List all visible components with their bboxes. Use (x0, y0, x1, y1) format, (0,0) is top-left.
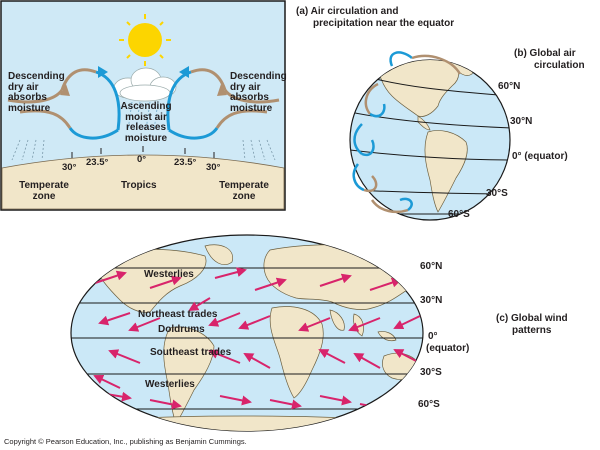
descent-dashes (11, 139, 276, 161)
westerlies-north-label: Westerlies (144, 269, 194, 280)
globe-lat-60n: 60°N (498, 81, 521, 92)
map-lat-60n: 60°N (420, 261, 443, 272)
globe-lat-30s: 30°S (486, 188, 508, 199)
right-descending-label: Descending dry air absorbs moisture (230, 71, 287, 114)
ascending-label: Ascending moist air releases moisture (118, 101, 174, 144)
copyright-notice: Copyright © Pearson Education, Inc., pub… (4, 437, 247, 446)
zone-right-label: Temperate zone (212, 180, 276, 202)
doldrums-label: Doldrums (158, 324, 205, 335)
panel-b-caption-2: circulation (534, 60, 585, 71)
panel-a-caption: (a) Air circulation and (296, 6, 399, 18)
right-descending-line-4: moisture (230, 102, 273, 114)
zone-left-line-1: Temperate (19, 180, 69, 191)
zone-right-line-1: Temperate (219, 180, 269, 191)
map-lat-30s: 30°S (420, 367, 442, 378)
lat-right-23: 23.5° (174, 157, 197, 168)
map-lat-30n: 30°N (420, 295, 443, 306)
globe-lat-30n: 30°N (510, 116, 533, 127)
panel-a-title-1: Air circulation and (310, 6, 399, 17)
zone-left-line-2: zone (32, 190, 56, 202)
left-descending-line-4: moisture (8, 102, 51, 114)
lat-0: 0° (137, 154, 147, 165)
globe-diagram (349, 51, 511, 221)
ne-trades-label: Northeast trades (138, 309, 218, 320)
right-descending-line-1: Descending (230, 71, 287, 82)
panel-global-wind-patterns: Westerlies Northeast trades Doldrums Sou… (0, 228, 600, 438)
panel-global-air-circulation: (b) Global air circulation 60°N 30°N 0° … (300, 0, 600, 240)
ground (1, 154, 285, 210)
map-lat-0: 0° (428, 331, 438, 342)
right-descending-line-2: dry air (230, 81, 261, 93)
zone-left-label: Temperate zone (12, 180, 76, 202)
left-descending-line-3: absorbs (8, 92, 47, 103)
ascending-line-1: Ascending (120, 101, 172, 112)
cloud-icon (113, 67, 177, 102)
left-descending-line-2: dry air (8, 81, 39, 93)
panel-c-caption-1: (c) Global wind (496, 313, 568, 324)
equator-circulation-diagram (0, 0, 286, 211)
map-lat-eq: (equator) (426, 343, 470, 354)
right-descending-line-3: absorbs (230, 92, 269, 103)
panel-equator-circulation: (a) Air circulation and precipitation ne… (0, 0, 454, 212)
globe-lat-60s: 60°S (448, 209, 470, 220)
globe-circulation-cells (352, 51, 462, 214)
map-latitude-lines (71, 267, 423, 410)
ascending-line-4: moisture (124, 132, 168, 144)
lat-left-30: 30° (62, 162, 77, 173)
map-lat-60s: 60°S (418, 399, 440, 410)
rain-lines (127, 101, 159, 131)
lat-right-30: 30° (206, 162, 221, 173)
panel-b-caption-1: (b) Global air (514, 48, 576, 59)
panel-c-caption-2: patterns (512, 325, 552, 336)
globe-lat-eq: 0° (equator) (512, 151, 568, 162)
left-descending-label: Descending dry air absorbs moisture (8, 71, 65, 114)
sun-icon (119, 14, 171, 66)
westerlies-south-label: Westerlies (145, 379, 195, 390)
ascending-line-3: releases (125, 122, 167, 133)
panel-a-title-2: precipitation near the equator (313, 18, 455, 29)
zone-right-line-2: zone (232, 190, 256, 202)
zone-center-label: Tropics (121, 180, 157, 191)
world-wind-map (70, 234, 424, 432)
left-descending-line-1: Descending (8, 71, 65, 82)
ascending-line-2: moist air (125, 111, 167, 123)
latitude-ticks (71, 146, 215, 158)
panel-a-letter: (a) (296, 6, 309, 17)
se-trades-label: Southeast trades (150, 347, 232, 358)
lat-left-23: 23.5° (86, 157, 109, 168)
circulation-arrowheads (60, 66, 227, 96)
